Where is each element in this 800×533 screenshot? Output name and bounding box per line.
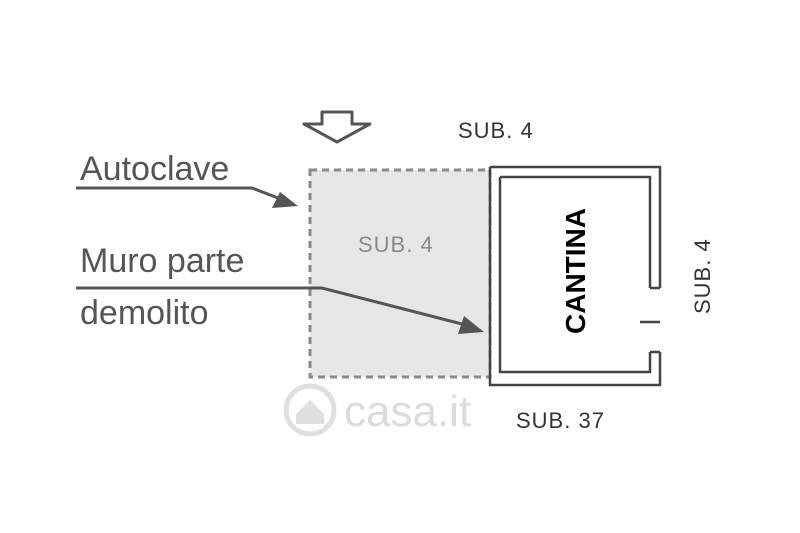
autoclave-pointer <box>76 186 298 208</box>
autoclave-label: Autoclave <box>80 150 229 188</box>
entrance-arrow-icon <box>302 110 372 144</box>
sub4-inner-label: SUB. 4 <box>358 232 434 257</box>
arrowhead-icon <box>458 316 484 334</box>
muro-parte-label: Muro parte <box>80 242 244 280</box>
sub4-top-label: SUB. 4 <box>458 118 534 143</box>
demolito-label: demolito <box>80 294 209 332</box>
house-circle-icon <box>283 383 337 437</box>
sub37-bottom-label: SUB. 37 <box>516 408 605 433</box>
demolished-area <box>308 168 492 379</box>
watermark-text: casa.it <box>344 387 471 436</box>
sub4-right-label: SUB. 4 <box>690 238 715 314</box>
muro-pointer <box>76 286 484 334</box>
cantina-label: CANTINA <box>560 208 591 334</box>
cantina-walls <box>488 165 662 387</box>
watermark: casa.it <box>283 383 471 437</box>
arrowhead-icon <box>272 192 298 208</box>
